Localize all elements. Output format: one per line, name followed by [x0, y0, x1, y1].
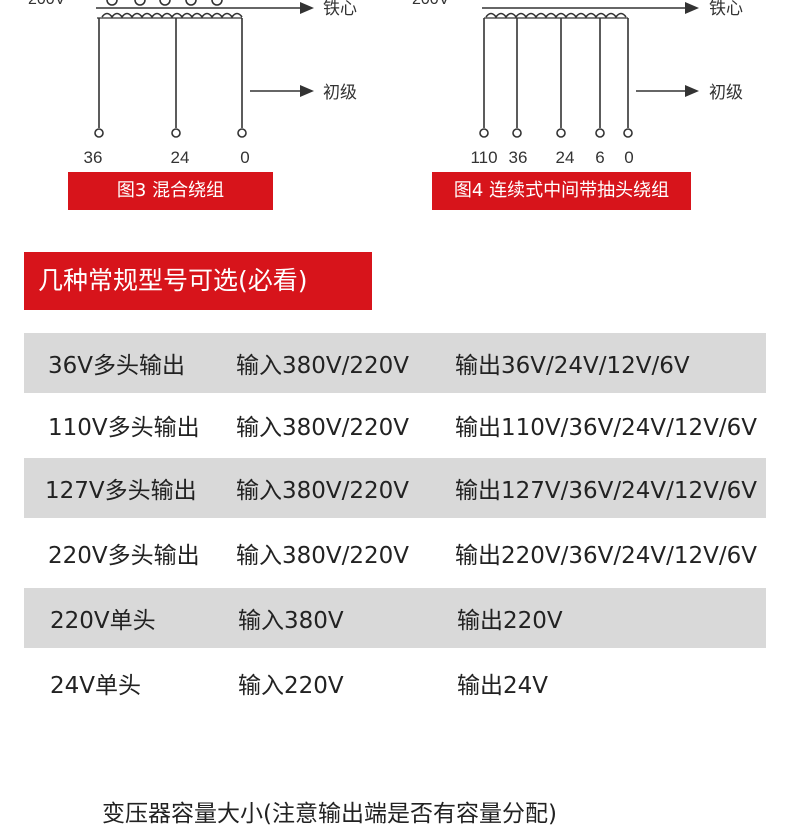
model-input: 输入380V/220V [236, 353, 410, 379]
diagram2-tap-0: 0 [624, 148, 633, 167]
table-row: 24V单头 输入220V 输出24V [24, 648, 766, 718]
model-name: 220V单头 [50, 607, 156, 634]
model-output: 输出36V/24V/12V/6V [455, 353, 690, 379]
diagram2-tap-36: 36 [509, 148, 528, 167]
models-table: 36V多头输出 输入380V/220V 输出36V/24V/12V/6V 110… [24, 333, 766, 718]
model-output: 输出220V/36V/24V/12V/6V [455, 542, 757, 569]
diagram1-core-label: 铁心 [323, 0, 357, 18]
model-input: 输入380V [238, 607, 344, 634]
table-row: 220V单头 输入380V 输出220V [24, 587, 766, 648]
model-output: 输出220V [457, 607, 563, 634]
model-name: 220V多头输出 [48, 542, 200, 569]
winding-diagrams: 200V 铁心 初级 36 24 0 [28, 0, 743, 167]
diagram2-voltage-label: 200V [412, 0, 450, 8]
section-title: 几种常规型号可选(必看) [24, 252, 372, 310]
diagram2-tap-24: 24 [556, 148, 575, 167]
diagram2-tap-110: 110 [470, 148, 497, 167]
table-row: 110V多头输出 输入380V/220V 输出110V/36V/24V/12V/… [24, 393, 766, 458]
model-name: 24V单头 [50, 672, 142, 699]
table-row: 36V多头输出 输入380V/220V 输出36V/24V/12V/6V [24, 333, 766, 393]
diagram1-tap-24: 24 [171, 148, 190, 167]
model-name: 36V多头输出 [48, 353, 186, 379]
table-row: 220V多头输出 输入380V/220V 输出220V/36V/24V/12V/… [24, 518, 766, 588]
diagram1-primary-label: 初级 [323, 83, 357, 102]
model-output: 输出127V/36V/24V/12V/6V [455, 477, 757, 504]
model-input: 输入220V [238, 672, 344, 699]
model-input: 输入380V/220V [236, 477, 410, 504]
diagram2-core-label: 铁心 [709, 0, 743, 18]
diagram2-caption: 图4 连续式中间带抽头绕组 [432, 172, 691, 210]
model-output: 输出110V/36V/24V/12V/6V [455, 415, 757, 442]
model-name: 127V多头输出 [45, 477, 197, 504]
diagram1-voltage-label: 200V [28, 0, 66, 8]
diagram1-tap-36: 36 [84, 148, 103, 167]
diagram1-tap-0: 0 [240, 148, 249, 167]
table-row: 127V多头输出 输入380V/220V 输出127V/36V/24V/12V/… [24, 457, 766, 518]
diagram1-top-terminals [106, 0, 223, 6]
model-input: 输入380V/220V [236, 542, 410, 569]
diagram-continuous-tapped-winding: 200V 铁心 初级 110 36 24 6 0 [412, 0, 743, 167]
diagram-mixed-winding: 200V 铁心 初级 36 24 0 [28, 0, 357, 167]
diagram2-coil [485, 12, 627, 19]
model-output: 输出24V [457, 672, 549, 699]
capacity-note: 变压器容量大小(注意输出端是否有容量分配) [102, 801, 557, 827]
diagram1-caption: 图3 混合绕组 [68, 172, 273, 210]
model-name: 110V多头输出 [48, 415, 200, 442]
diagram1-coil [101, 12, 243, 19]
model-input: 输入380V/220V [236, 415, 410, 442]
diagram2-primary-label: 初级 [709, 83, 743, 102]
diagram2-tap-6: 6 [595, 148, 604, 167]
